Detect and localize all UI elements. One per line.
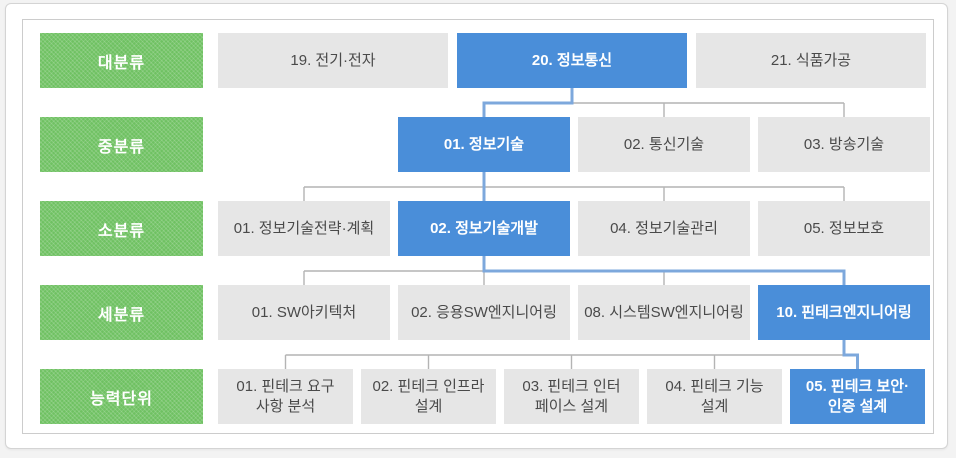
node-middle-02: 02. 통신기술 (578, 117, 750, 172)
node-detail-10-selected: 10. 핀테크엔지니어링 (758, 285, 930, 340)
node-detail-01: 01. SW아키텍처 (218, 285, 390, 340)
node-unit-01: 01. 핀테크 요구 사항 분석 (218, 369, 353, 424)
node-sub-02-selected: 02. 정보기술개발 (398, 201, 570, 256)
node-unit-02-line2: 설계 (414, 397, 443, 415)
row-label-sub: 소분류 (40, 201, 203, 256)
row-label-major: 대분류 (40, 33, 203, 88)
row-label-middle: 중분류 (40, 117, 203, 172)
node-unit-03-line2: 페이스 설계 (534, 397, 609, 415)
node-unit-05-selected: 05. 핀테크 보안· 인증 설계 (790, 369, 925, 424)
node-unit-04: 04. 핀테크 기능 설계 (647, 369, 782, 424)
node-unit-03-line1: 03. 핀테크 인터 (522, 377, 621, 395)
node-sub-01: 01. 정보기술전략·계획 (218, 201, 390, 256)
node-unit-02-line1: 02. 핀테크 인프라 (372, 377, 485, 395)
node-middle-03: 03. 방송기술 (758, 117, 930, 172)
node-unit-01-line2: 사항 분석 (255, 397, 316, 415)
node-major-20-selected: 20. 정보통신 (457, 33, 687, 88)
node-unit-05-line2: 인증 설계 (827, 397, 888, 415)
node-unit-05-line1: 05. 핀테크 보안· (805, 377, 910, 395)
node-unit-02: 02. 핀테크 인프라 설계 (361, 369, 496, 424)
row-label-detail: 세분류 (40, 285, 203, 340)
node-unit-03: 03. 핀테크 인터 페이스 설계 (504, 369, 639, 424)
node-detail-02: 02. 응용SW엔지니어링 (398, 285, 570, 340)
node-sub-05: 05. 정보보호 (758, 201, 930, 256)
node-major-21: 21. 식품가공 (696, 33, 926, 88)
node-unit-01-line1: 01. 핀테크 요구 (236, 377, 335, 395)
node-detail-08: 08. 시스템SW엔지니어링 (578, 285, 750, 340)
node-middle-01-selected: 01. 정보기술 (398, 117, 570, 172)
row-label-competency: 능력단위 (40, 369, 203, 424)
node-unit-04-line2: 설계 (700, 397, 729, 415)
node-unit-04-line1: 04. 핀테크 기능 (665, 377, 764, 395)
node-major-19: 19. 전기·전자 (218, 33, 448, 88)
node-sub-04: 04. 정보기술관리 (578, 201, 750, 256)
